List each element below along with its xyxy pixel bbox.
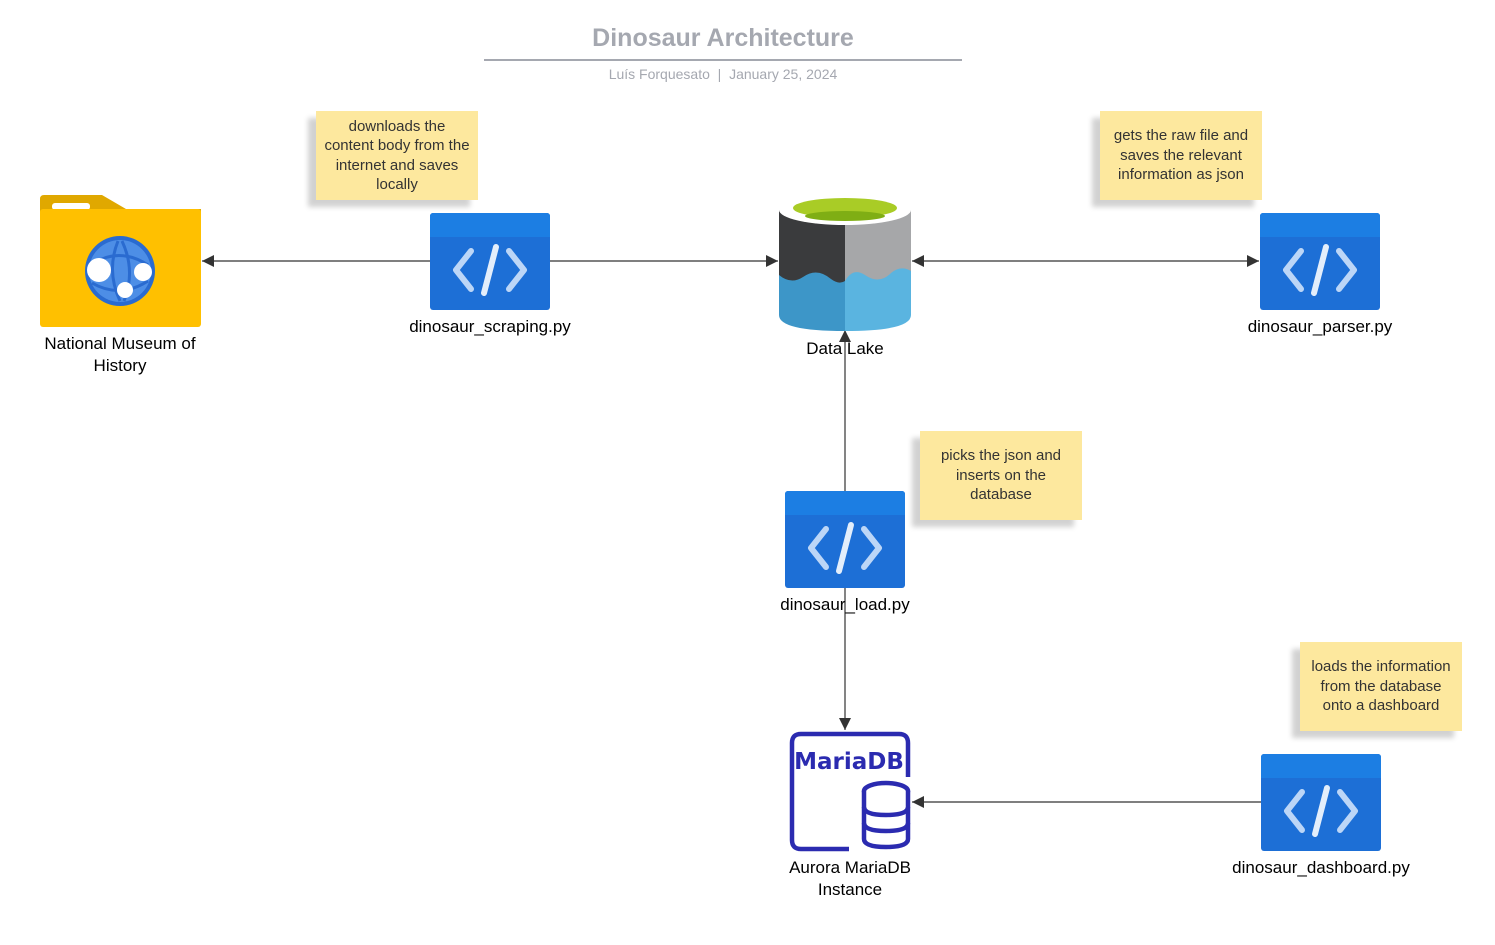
data-lake-icon[interactable] [779, 195, 911, 331]
parser-code-icon[interactable] [1260, 213, 1380, 310]
dashboard-label: dinosaur_dashboard.py [1232, 858, 1410, 877]
note-scraping[interactable]: downloads the content body from the inte… [316, 111, 478, 200]
mariadb-logo-text: MariaDB [794, 749, 904, 775]
dashboard-code-icon[interactable] [1261, 754, 1381, 851]
mariadb-icon[interactable]: MariaDB [789, 731, 911, 852]
author-name: Luís Forquesato [608, 66, 710, 82]
parser-label: dinosaur_parser.py [1247, 317, 1393, 336]
diagram-date: January 25, 2024 [729, 66, 838, 82]
diagram-title: Dinosaur Architecture [592, 24, 854, 52]
scraping-code-icon[interactable] [430, 213, 550, 310]
subtitle-separator: | [717, 66, 722, 82]
load-code-icon[interactable] [785, 491, 905, 588]
load-label: dinosaur_load.py [780, 595, 910, 614]
museum-label: National Museum of History [44, 334, 196, 375]
title-divider [484, 59, 962, 61]
note-load[interactable]: picks the json and inserts on the databa… [920, 431, 1082, 520]
web-folder-icon[interactable] [40, 195, 201, 327]
note-parser[interactable]: gets the raw file and saves the relevant… [1100, 111, 1262, 200]
scraping-label: dinosaur_scraping.py [409, 317, 571, 336]
data-lake-label: Data Lake [806, 339, 884, 358]
mariadb-label: Aurora MariaDB Instance [789, 858, 911, 899]
diagram-subtitle: Luís Forquesato | January 25, 2024 [484, 66, 962, 82]
note-dashboard[interactable]: loads the information from the database … [1300, 642, 1462, 731]
